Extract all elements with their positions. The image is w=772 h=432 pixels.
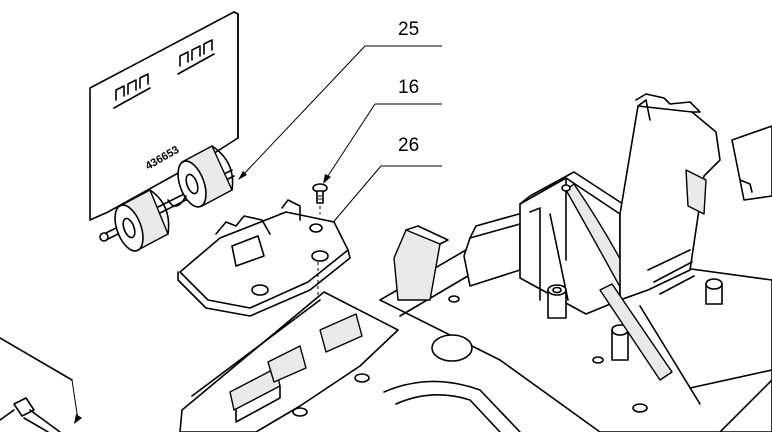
callout-16: 16	[323, 77, 442, 184]
base-tray-left	[179, 291, 521, 432]
callout-26-label: 26	[398, 135, 419, 156]
lower-left-screw-group	[0, 337, 82, 432]
callout-26: 26	[327, 135, 442, 230]
roller-right	[177, 145, 234, 208]
roller-left	[114, 189, 170, 252]
callout-25: 25	[238, 19, 442, 180]
part-16-screw	[312, 183, 328, 214]
callout-16-label: 16	[398, 77, 419, 98]
callout-16-arrowhead	[323, 174, 331, 184]
callout-25-label: 25	[398, 19, 419, 40]
plate-edge	[233, 11, 239, 139]
main-chassis	[379, 93, 772, 432]
part-25-guide-plate: 436653	[89, 11, 239, 252]
callout-25-leader	[241, 45, 366, 177]
callout-26-leader	[329, 165, 382, 227]
callout-25-arrowhead	[238, 171, 247, 180]
part-26-bracket	[177, 199, 351, 317]
plate-hooks	[113, 39, 215, 109]
callout-16-leader	[325, 103, 376, 180]
